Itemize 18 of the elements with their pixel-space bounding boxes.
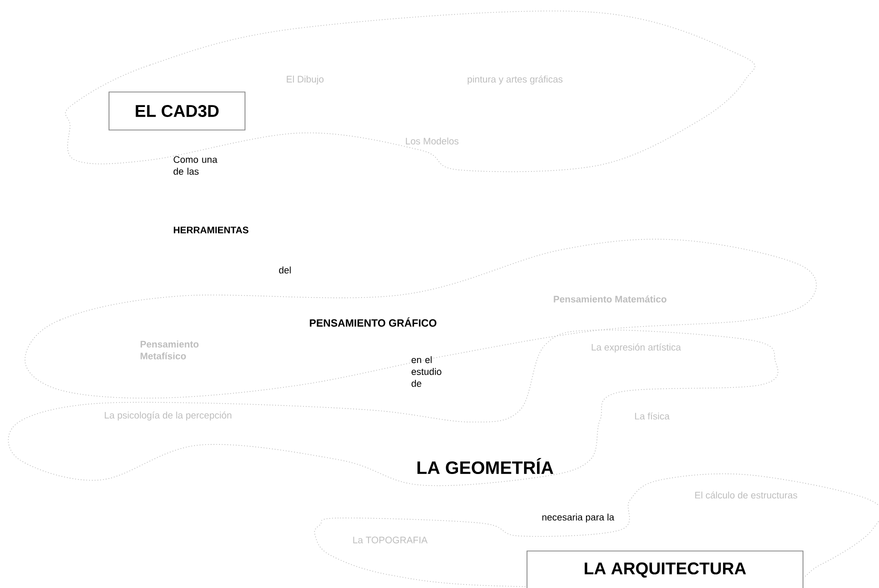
blob-text: Los Modelos — [406, 138, 458, 144]
blob-text: La física — [635, 412, 670, 420]
heading-text: PENSAMIENTO GRÁFICO — [310, 317, 436, 327]
blob-text: La TOPOGRAFIA — [353, 536, 428, 544]
blob-text: La expresión artística — [592, 344, 681, 352]
title-box: LA ARQUITECTURA — [526, 550, 804, 588]
blob-text: El cálculo de estructuras — [695, 491, 798, 499]
blob-text: pintura y artes gráficas — [468, 76, 563, 84]
connecting-text: Como una de las — [174, 156, 218, 175]
title-box: EL CAD3D — [108, 92, 246, 130]
connecting-text: en el estudio de — [412, 356, 442, 387]
blob-text: Pensamiento Matemático — [554, 295, 666, 303]
blob-text: El Dibujo — [286, 76, 324, 84]
heading-text: LA GEOMETRÍA — [417, 458, 554, 474]
connecting-text: del — [279, 266, 291, 274]
blob-text: Pensamiento Metafísico — [140, 340, 199, 360]
blob-text: La psicología de la percepción — [104, 412, 232, 420]
connecting-text: necesaria para la — [542, 514, 614, 522]
